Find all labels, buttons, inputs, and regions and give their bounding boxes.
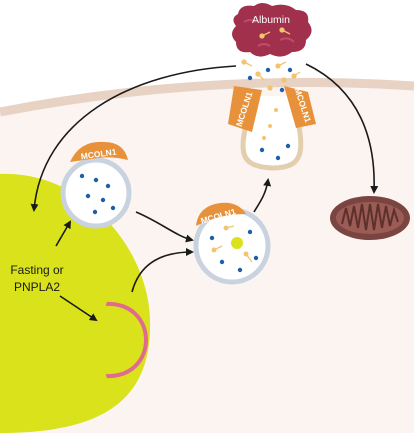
arrow-to-droplet — [30, 65, 237, 212]
blue-particles-middle — [209, 229, 259, 273]
vesicle-middle-lipid — [231, 237, 243, 249]
uptake-particles — [259, 108, 291, 161]
arrow-left-to-middle-vesicle — [135, 211, 194, 243]
arrow-trigger-to-bud — [55, 220, 72, 247]
mitochondrion-icon — [330, 196, 410, 240]
arrow-trigger-to-pink-ring — [59, 295, 98, 322]
vesicle-middle: MCOLN1 — [193, 202, 271, 285]
arrow-middle-to-uptake — [253, 178, 272, 213]
uptake-vesicle: MCOLN1 MCOLN1 — [228, 86, 316, 171]
plasma-membrane — [0, 77, 414, 117]
fatty-acids-middle — [211, 225, 253, 263]
mcoln1-uptake-right-shape — [284, 86, 316, 128]
blue-particles-left — [79, 173, 116, 215]
arrow-to-mitochondrion — [305, 63, 379, 194]
pink-budding-ring — [103, 301, 148, 379]
mcoln1-label-left: MCOLN1 — [80, 147, 117, 162]
mcoln1-cap-left — [70, 141, 128, 162]
arrow-droplet-to-middle-vesicle — [131, 248, 194, 293]
vesicle-left: MCOLN1 — [60, 141, 132, 229]
extracellular-particles — [241, 59, 301, 93]
mcoln1-cap-middle — [196, 202, 246, 226]
albumin-icon: Albumin — [232, 3, 312, 57]
albumin-label: Albumin — [252, 14, 290, 26]
trigger-label-line2: PNPLA2 — [14, 280, 60, 294]
pathway-arrows — [30, 63, 379, 322]
trigger-label-line1: Fasting or — [10, 263, 63, 277]
mcoln1-uptake-left-shape — [228, 86, 262, 132]
lipid-droplet-icon — [0, 173, 151, 433]
